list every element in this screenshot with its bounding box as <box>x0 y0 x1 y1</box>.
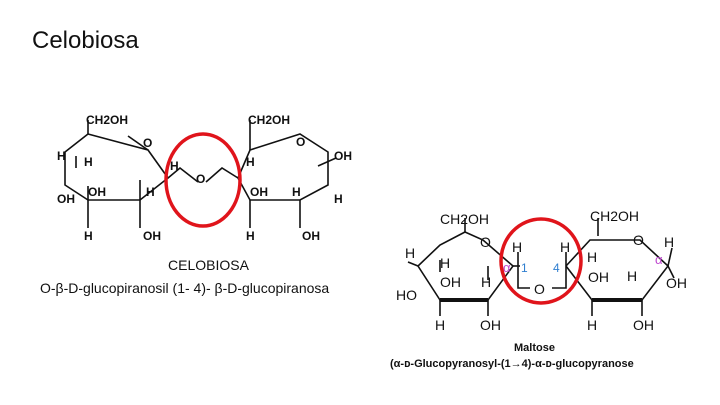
atom-oh: OH <box>440 274 461 290</box>
atom-oh: OH <box>250 185 268 199</box>
alpha-mark: α <box>655 252 663 267</box>
iupac-name: (α-ᴅ-Glucopyranosyl-(1→4)-α-ᴅ-glucopyran… <box>390 358 634 370</box>
atom-ho: HO <box>396 287 417 303</box>
atom-h: H <box>246 229 255 243</box>
atom-oh: OH <box>302 229 320 243</box>
ch2oh-label: CH2OH <box>590 208 639 224</box>
atom-oh: OH <box>334 149 352 163</box>
bridge-oxygen: O <box>196 172 205 186</box>
atom-h: H <box>170 159 179 173</box>
ring-oxygen: O <box>480 234 491 250</box>
bridge-oxygen: O <box>534 281 545 297</box>
atom-h: H <box>440 255 450 271</box>
ring-oxygen: O <box>633 232 644 248</box>
glycosidic-bond-highlight <box>499 217 583 305</box>
ch2oh-label: CH2OH <box>86 113 128 127</box>
atom-h: H <box>587 317 597 333</box>
atom-h: H <box>84 155 93 169</box>
ring-oxygen: O <box>296 135 305 149</box>
ch2oh-label: CH2OH <box>440 211 489 227</box>
atom-h: H <box>57 149 66 163</box>
slide-title: Celobiosa <box>32 27 139 54</box>
glycosidic-bond-highlight <box>164 132 242 228</box>
molecule-name: Maltose <box>514 342 555 354</box>
iupac-name: O-β-D-glucopiranosil (1- 4)- β-D-glucopi… <box>40 280 329 296</box>
atom-h: H <box>146 185 155 199</box>
atom-oh: OH <box>143 229 161 243</box>
ch2oh-label: CH2OH <box>248 113 290 127</box>
atom-oh: OH <box>480 317 501 333</box>
locant-4: 4 <box>553 261 560 275</box>
atom-h: H <box>435 317 445 333</box>
molecule-name: CELOBIOSA <box>168 257 250 273</box>
atom-h: H <box>512 239 522 255</box>
cellobiose-structure: CH2OH CH2OH O O O H H OH OH H H OH H H O… <box>40 113 352 296</box>
atom-oh: OH <box>588 269 609 285</box>
atom-oh: OH <box>57 192 75 206</box>
atom-h: H <box>664 234 674 250</box>
atom-h: H <box>405 245 415 261</box>
atom-h: H <box>587 249 597 265</box>
maltose-structure: CH2OH CH2OH O O O H H OH HO H H OH H H H… <box>390 208 687 370</box>
atom-h: H <box>84 229 93 243</box>
atom-h: H <box>334 192 343 206</box>
atom-h: H <box>292 185 301 199</box>
atom-oh: OH <box>88 185 106 199</box>
ring-oxygen: O <box>143 136 152 150</box>
atom-h: H <box>627 268 637 284</box>
alpha-mark: α <box>503 260 511 275</box>
locant-1: 1 <box>521 261 528 275</box>
atom-h: H <box>481 274 491 290</box>
atom-oh: OH <box>633 317 654 333</box>
atom-h: H <box>246 155 255 169</box>
atom-h: H <box>560 239 570 255</box>
atom-oh: OH <box>666 275 687 291</box>
